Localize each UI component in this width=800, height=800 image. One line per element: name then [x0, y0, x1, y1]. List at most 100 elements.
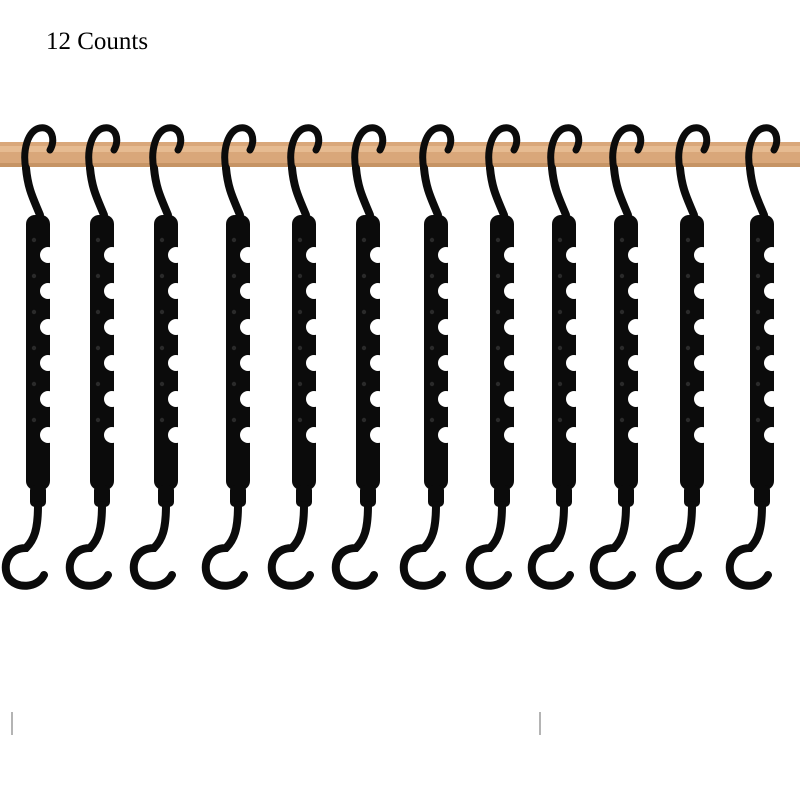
- hook-neck: [548, 164, 570, 219]
- top-hook: [745, 124, 781, 174]
- slot-opening: [376, 251, 386, 259]
- slot-opening: [634, 431, 644, 439]
- slot-opening: [770, 359, 780, 367]
- bottom-hook: [1, 501, 48, 590]
- rivet-dot: [557, 345, 563, 351]
- rod-highlight: [0, 146, 800, 152]
- rivet-dot: [361, 273, 367, 279]
- slot-opening: [312, 359, 322, 367]
- hanger-body: [356, 215, 380, 490]
- rivet-dot: [685, 417, 691, 423]
- hook-neck: [676, 164, 698, 219]
- bottom-hook: [655, 501, 702, 590]
- top-hook: [547, 124, 583, 174]
- hook-neck: [222, 164, 244, 219]
- top-hook: [149, 124, 185, 174]
- rivet-dot: [685, 237, 691, 243]
- slot-opening: [634, 251, 644, 259]
- slot-opening: [110, 323, 120, 331]
- swivel-joint: [230, 485, 246, 507]
- swivel-joint: [158, 485, 174, 507]
- slot-opening: [46, 395, 56, 403]
- rivet-dot: [619, 309, 625, 315]
- hanger-body: [154, 215, 178, 490]
- hanger-1: [1, 124, 57, 590]
- hanger-body: [90, 215, 114, 490]
- swivel-joint: [360, 485, 376, 507]
- rivet-dot: [231, 237, 237, 243]
- rivet-dot: [31, 381, 37, 387]
- slot-opening: [634, 287, 644, 295]
- rivet-dot: [755, 309, 761, 315]
- top-hook: [351, 124, 387, 174]
- slot-opening: [376, 323, 386, 331]
- top-hook: [419, 124, 455, 174]
- rivet-dot: [361, 417, 367, 423]
- slot-opening: [444, 323, 454, 331]
- slot-opening: [444, 287, 454, 295]
- rivet-dot: [755, 417, 761, 423]
- hook-neck: [22, 164, 44, 219]
- slot-opening: [700, 359, 710, 367]
- slot-opening: [376, 287, 386, 295]
- rivet-dot: [95, 381, 101, 387]
- rivet-dot: [495, 237, 501, 243]
- hanger-group: [1, 124, 781, 590]
- top-hook: [485, 124, 521, 174]
- rivet-dot: [429, 417, 435, 423]
- rivet-dot: [495, 309, 501, 315]
- slot-opening: [46, 251, 56, 259]
- slot-opening: [444, 251, 454, 259]
- rivet-dot: [95, 417, 101, 423]
- slot-opening: [444, 359, 454, 367]
- top-hook: [287, 124, 323, 174]
- swivel-joint: [94, 485, 110, 507]
- slot-opening: [110, 359, 120, 367]
- rivet-dot: [495, 417, 501, 423]
- slot-opening: [634, 323, 644, 331]
- rivet-dot: [361, 381, 367, 387]
- slot-opening: [510, 359, 520, 367]
- rivet-dot: [755, 345, 761, 351]
- hook-neck: [486, 164, 508, 219]
- swivel-joint: [556, 485, 572, 507]
- rivet-dot: [429, 273, 435, 279]
- slot-opening: [246, 395, 256, 403]
- hanger-body: [680, 215, 704, 490]
- hook-neck: [352, 164, 374, 219]
- slot-opening: [46, 431, 56, 439]
- top-hook: [675, 124, 711, 174]
- rivet-dot: [297, 381, 303, 387]
- slot-opening: [174, 395, 184, 403]
- rivet-dot: [159, 309, 165, 315]
- slot-opening: [510, 323, 520, 331]
- hanger-10: [589, 124, 645, 590]
- rivet-dot: [297, 417, 303, 423]
- rivet-dot: [429, 237, 435, 243]
- hanger-11: [655, 124, 711, 590]
- rivet-dot: [361, 237, 367, 243]
- slot-opening: [376, 431, 386, 439]
- bottom-hook: [399, 501, 446, 590]
- slot-opening: [174, 287, 184, 295]
- rivet-dot: [231, 417, 237, 423]
- slot-opening: [444, 395, 454, 403]
- rivet-dot: [31, 309, 37, 315]
- slot-opening: [700, 395, 710, 403]
- swivel-joint: [684, 485, 700, 507]
- rivet-dot: [361, 309, 367, 315]
- rivet-dot: [429, 345, 435, 351]
- hanger-body: [750, 215, 774, 490]
- rivet-dot: [619, 417, 625, 423]
- rod-shadow: [0, 163, 800, 167]
- rivet-dot: [495, 273, 501, 279]
- bottom-hook: [267, 501, 314, 590]
- slot-opening: [246, 431, 256, 439]
- rivet-dot: [159, 381, 165, 387]
- bottom-hook: [331, 501, 378, 590]
- wooden-rod: [0, 142, 800, 167]
- slot-opening: [572, 287, 582, 295]
- product-title: 12 Counts: [46, 28, 149, 55]
- rivet-dot: [755, 273, 761, 279]
- rivet-dot: [95, 273, 101, 279]
